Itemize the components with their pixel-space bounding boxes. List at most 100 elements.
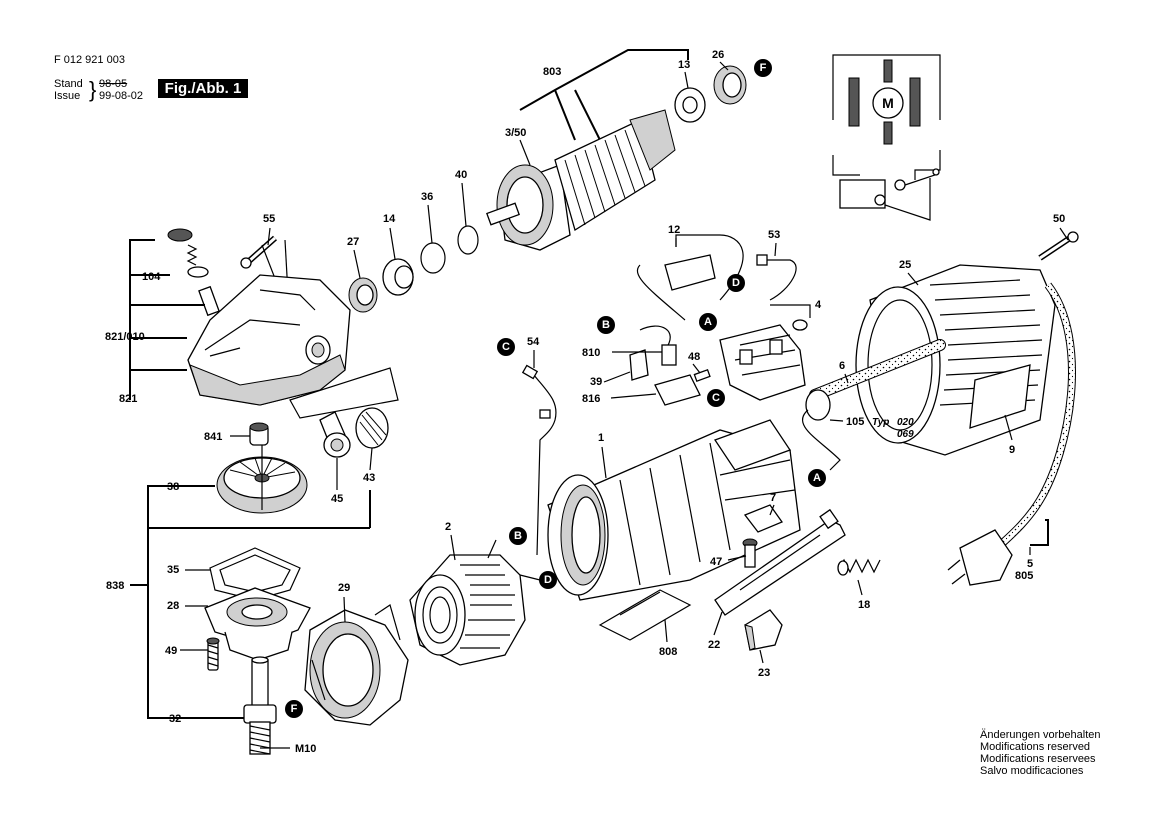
note-de: Änderungen vorbehalten xyxy=(980,729,1101,741)
figure-label: Fig./Abb. 1 xyxy=(158,79,248,98)
detail-box xyxy=(289,367,399,419)
gear-head-housing xyxy=(187,274,351,406)
label-28: 28 xyxy=(167,600,179,612)
motor-symbol xyxy=(872,87,904,119)
label-3-50: 3/50 xyxy=(505,127,526,139)
label-7: 7 xyxy=(770,492,776,504)
screw-49 xyxy=(206,637,220,671)
connector-A-top xyxy=(699,313,717,331)
brush-housing-29 xyxy=(304,604,409,726)
label-6: 6 xyxy=(839,360,845,372)
connector-D-bottom xyxy=(539,571,557,589)
label-50: 50 xyxy=(1053,213,1065,225)
label-M10: M10 xyxy=(295,743,316,755)
label-841: 841 xyxy=(204,431,222,443)
cable-54 xyxy=(529,369,557,556)
label-49: 49 xyxy=(165,645,177,657)
note-fr: Modifications reservees xyxy=(980,753,1096,765)
label-55: 55 xyxy=(263,213,275,225)
switch-4 xyxy=(719,304,811,401)
label-40: 40 xyxy=(455,169,467,181)
bracket-838 xyxy=(147,485,245,719)
type-prefix: Typ xyxy=(872,417,889,428)
label-22: 22 xyxy=(708,639,720,651)
label-27: 27 xyxy=(347,236,359,248)
connector-A-bottom xyxy=(808,469,826,487)
label-23: 23 xyxy=(758,667,770,679)
label-38: 38 xyxy=(167,481,179,493)
spindle-32 xyxy=(243,656,277,755)
stand-date: 98-05 xyxy=(99,78,128,90)
switch-slide-22 xyxy=(714,508,846,616)
label-13: 13 xyxy=(678,59,690,71)
label-12: 12 xyxy=(668,224,680,236)
label-9: 9 xyxy=(1009,444,1015,456)
capacitor-12 xyxy=(636,234,744,321)
label-1: 1 xyxy=(598,432,604,444)
svg-text:A: A xyxy=(813,472,821,484)
flange-28 xyxy=(204,587,311,661)
motor-cover-25 xyxy=(855,264,1056,456)
label-838: 838 xyxy=(106,580,124,592)
label-47: 47 xyxy=(710,556,722,568)
armature-group xyxy=(486,49,747,251)
svg-text:A: A xyxy=(704,316,712,328)
connector-markers: F C B A D C A B D F xyxy=(285,59,826,718)
svg-text:C: C xyxy=(712,392,720,404)
armature xyxy=(486,109,676,251)
washer-36 xyxy=(420,242,446,274)
power-cord-805 xyxy=(947,282,1076,586)
modification-notes: Änderungen vorbehalten Modifications res… xyxy=(980,729,1100,777)
svg-text:B: B xyxy=(514,530,522,542)
connector-B-bottom xyxy=(509,527,527,545)
field-coil-2 xyxy=(409,539,541,666)
label-803: 803 xyxy=(543,66,561,78)
bracket-5 xyxy=(1030,519,1049,546)
label-805: 805 xyxy=(1015,570,1033,582)
bevel-gear-38 xyxy=(216,445,308,514)
connector-B-top xyxy=(597,316,615,334)
svg-text:F: F xyxy=(291,703,298,715)
svg-text:D: D xyxy=(544,574,552,586)
stand-label: Stand xyxy=(54,78,83,90)
svg-text:C: C xyxy=(502,341,510,353)
connector-C-left xyxy=(497,338,515,356)
spring-18 xyxy=(837,558,881,576)
screw-47 xyxy=(742,538,758,568)
type-code-line1: 020 xyxy=(897,417,914,428)
connector-C-right xyxy=(707,389,725,407)
label-45: 45 xyxy=(331,493,343,505)
brush-holder-816 xyxy=(654,374,701,406)
connector-F-top xyxy=(754,59,772,77)
gasket-35 xyxy=(209,547,301,601)
label-36: 36 xyxy=(421,191,433,203)
label-25: 25 xyxy=(899,259,911,271)
connector-D-top xyxy=(727,274,745,292)
label-821: 821 xyxy=(119,393,137,405)
carbon-brush xyxy=(661,344,677,366)
switch-knob-23 xyxy=(744,609,783,651)
label-53: 53 xyxy=(768,229,780,241)
leader-lines xyxy=(180,61,1069,749)
label-35: 35 xyxy=(167,564,179,576)
doc-number: F 012 921 003 xyxy=(54,54,125,66)
label-48: 48 xyxy=(688,351,700,363)
issue-date: 99-08-02 xyxy=(99,90,144,102)
label-2: 2 xyxy=(445,521,451,533)
bracket-glyph: } xyxy=(89,77,97,102)
label-808 xyxy=(598,589,692,641)
svg-text:B: B xyxy=(602,319,610,331)
svg-text:F: F xyxy=(760,62,767,74)
cable-6 xyxy=(801,339,946,471)
label-26: 26 xyxy=(712,49,724,61)
brush-clip-39 xyxy=(629,349,649,381)
motor-symbol-letter: M xyxy=(882,95,894,111)
part-7 xyxy=(743,504,783,533)
label-104: 104 xyxy=(142,271,161,283)
label-4: 4 xyxy=(815,299,822,311)
issue-label: Issue xyxy=(54,90,81,102)
screw-55 xyxy=(240,235,277,269)
label-32: 32 xyxy=(169,713,181,725)
spindle-lock-104 xyxy=(167,228,220,317)
